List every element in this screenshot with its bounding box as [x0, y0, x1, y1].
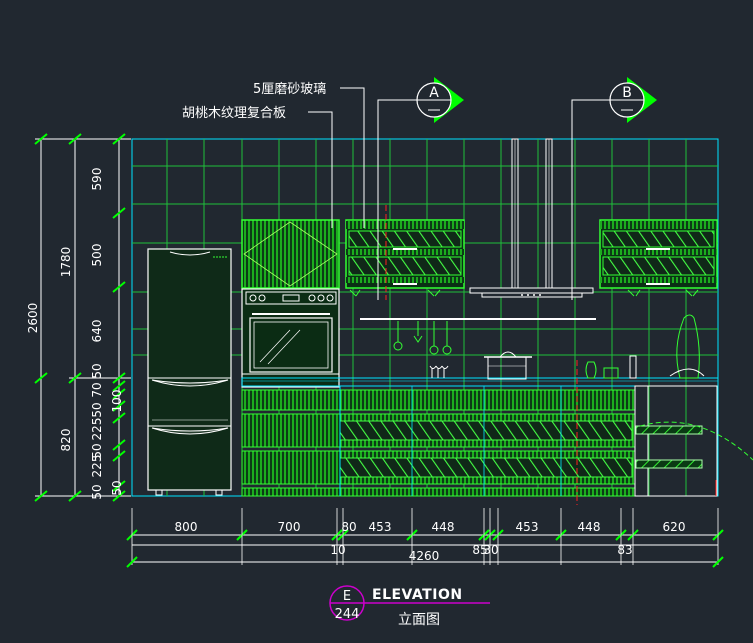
dim-vertical-inner: 225: [90, 418, 104, 441]
section-lines: [385, 205, 578, 505]
annotation-leaders: [308, 87, 611, 300]
dim-horizontal-small: 10: [330, 543, 345, 557]
dim-horizontal-segment: 453: [516, 520, 539, 534]
refrigerator: [147, 248, 232, 496]
section-marker-b: B: [609, 77, 657, 123]
horizontal-dimensions: [126, 508, 724, 568]
dim-horizontal-segment: 620: [663, 520, 686, 534]
dim-vertical-inner: 590: [90, 168, 104, 191]
title-sheet: 244: [335, 607, 360, 622]
dim-vertical-inner: 50: [90, 363, 104, 378]
dim-upper-height: 1780: [59, 247, 73, 278]
dim-vertical-inner: 225: [90, 455, 104, 478]
walnut-panel: [241, 219, 340, 289]
dim-horizontal-small: 83: [617, 543, 632, 557]
dim-fridge-gap: 100: [110, 390, 124, 413]
dim-vertical-inner: 50: [90, 443, 104, 458]
oven: [241, 288, 340, 388]
glass-annotation: 5厘磨砂玻璃: [253, 82, 326, 97]
dim-horizontal-segment: 448: [432, 520, 455, 534]
title-letter: E: [343, 589, 351, 604]
base-cabinets: [241, 377, 753, 497]
dim-vertical-inner: 50: [90, 484, 104, 499]
dim-horizontal-segment: 453: [369, 520, 392, 534]
dim-horizontal-segment: 80: [341, 520, 356, 534]
dim-horizontal-small: 30: [483, 543, 498, 557]
title-elevation: ELEVATION: [372, 587, 463, 603]
dim-overall-height: 2600: [26, 303, 40, 334]
dim-lower-height: 820: [59, 429, 73, 452]
dim-vertical-inner: 50: [90, 402, 104, 417]
dim-fridge-bottom: 50: [110, 480, 124, 495]
utensil-rail: [360, 318, 596, 355]
title-block: E 244 ELEVATION 立面图: [329, 585, 490, 628]
dim-horizontal-segment: 800: [175, 520, 198, 534]
countertop-items: [429, 314, 705, 380]
section-marker-b-label: B: [622, 85, 632, 101]
vertical-dimensions: [34, 133, 131, 502]
dim-vertical-inner: 500: [90, 244, 104, 267]
upper-cabinet-left: [345, 219, 465, 297]
title-subtitle: 立面图: [398, 612, 440, 628]
dim-total-width: 4260: [409, 549, 440, 563]
dim-horizontal-segment: 448: [578, 520, 601, 534]
dim-vertical-inner: 640: [90, 320, 104, 343]
upper-cabinet-right: [599, 219, 718, 297]
section-marker-a: A: [416, 77, 464, 123]
dim-horizontal-segment: 700: [278, 520, 301, 534]
dim-horizontal-small: 85: [472, 543, 487, 557]
dim-vertical-inner: 70: [90, 382, 104, 397]
section-marker-a-label: A: [429, 85, 439, 101]
range-hood: [469, 138, 594, 298]
walnut-annotation: 胡桃木纹理复合板: [182, 106, 286, 121]
